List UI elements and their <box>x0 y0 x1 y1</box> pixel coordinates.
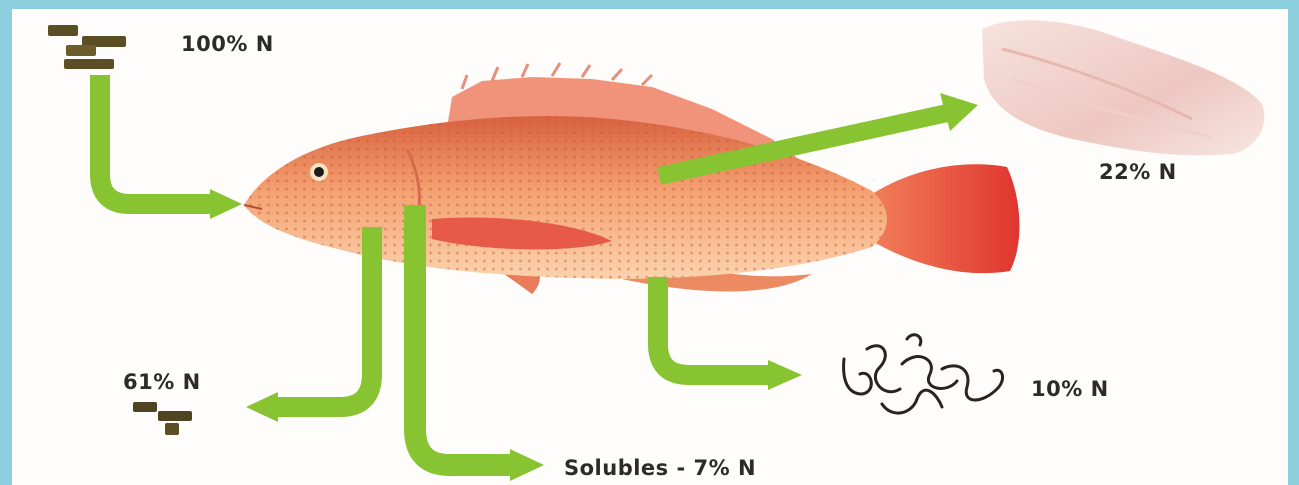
fish-illustration <box>244 63 1019 294</box>
solubles-label: Solubles - 7% N <box>564 456 756 480</box>
nitrogen-budget-diagram: 100% N 22% N 10% N 61% N Solubles - 7% N <box>12 9 1288 485</box>
uneaten-feed-label: 61% N <box>123 370 201 394</box>
arrow-to-feces <box>658 277 802 390</box>
arrow-to-uneaten-feed <box>246 227 372 422</box>
uneaten-pellets-icon <box>133 402 192 435</box>
feces-icon <box>844 335 1003 413</box>
fish-fillet-icon <box>982 20 1264 155</box>
diagram-graphics <box>12 9 1288 485</box>
fillet-label: 22% N <box>1099 160 1177 184</box>
arrow-feed-to-mouth <box>100 75 242 219</box>
feed-input-label: 100% N <box>181 32 274 56</box>
feces-label: 10% N <box>1031 377 1109 401</box>
feed-pellets-icon <box>48 25 126 69</box>
